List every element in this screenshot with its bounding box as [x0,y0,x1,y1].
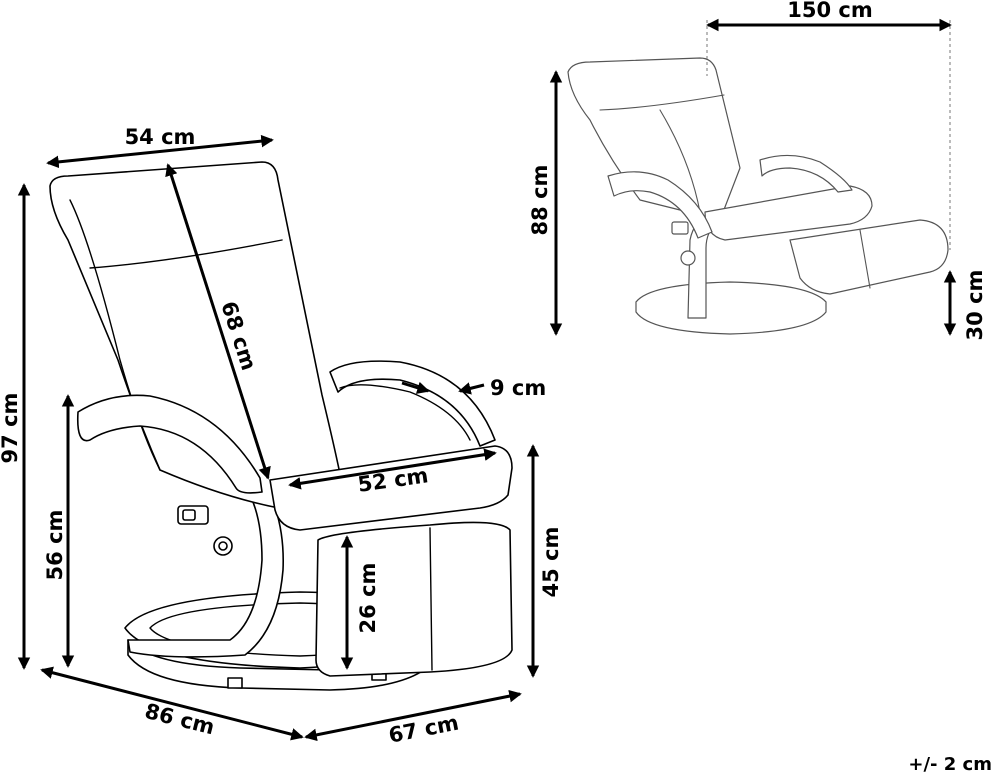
label-seat-height: 45 cm [539,527,563,598]
chair-front-view [49,161,513,691]
label-footrest-height: 26 cm [356,563,380,634]
label-armrest-width: 9 cm [490,376,546,400]
chair-reclined-view [567,20,951,335]
tolerance-note: +/- 2 cm [908,754,992,775]
label-footrest-raised-height: 30 cm [963,270,987,341]
label-seat-width-top: 54 cm [125,125,196,149]
label-reclined-length: 150 cm [787,0,872,22]
label-arm-height: 56 cm [43,510,67,581]
label-width: 67 cm [387,711,461,748]
footrest [315,521,513,677]
armrest-right [329,360,496,447]
dimension-arrows [17,18,957,742]
backrest [49,161,346,511]
label-reclined-height: 88 cm [528,165,552,236]
armrest-left [76,394,263,494]
label-height-total: 97 cm [0,393,22,464]
recline-lever [177,505,233,556]
